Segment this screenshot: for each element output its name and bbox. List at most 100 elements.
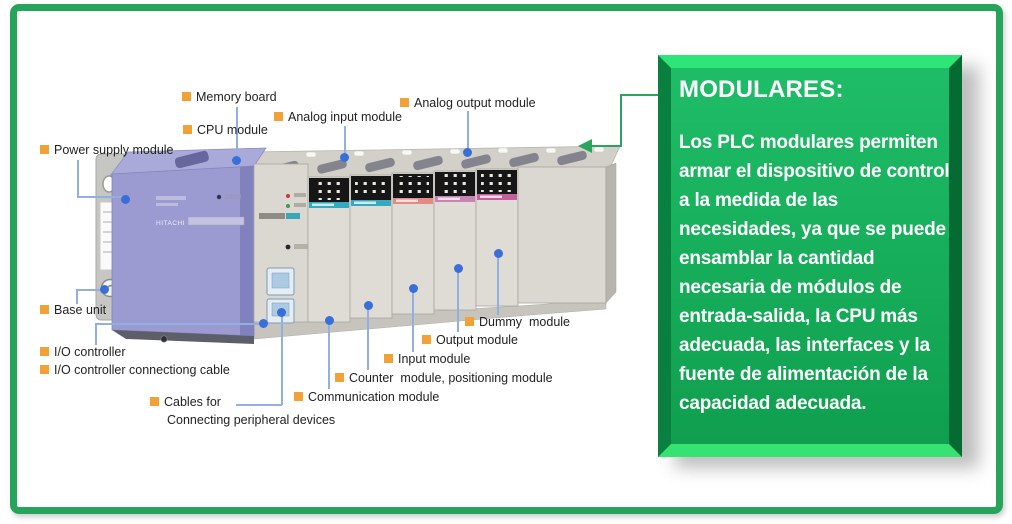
label-counter-positioning-module: Counter module, positioning module	[335, 371, 553, 386]
label-text: Memory board	[196, 90, 277, 104]
label-cpu-module: CPU module	[183, 123, 268, 138]
callout-line	[95, 323, 263, 325]
label-text: Cables for	[164, 395, 221, 409]
bullet-icon	[384, 354, 393, 363]
infobox-body-line: necesidades, ya que se puede	[679, 219, 946, 240]
bullet-icon	[335, 373, 344, 382]
bullet-icon	[274, 112, 283, 121]
io-module	[433, 170, 477, 311]
label-analog-input-module: Analog input module	[274, 110, 402, 125]
bullet-icon	[182, 92, 191, 101]
callout-dot	[408, 283, 418, 293]
bullet-icon	[400, 98, 409, 107]
cpu-led	[286, 194, 290, 198]
infobox-body-line: entrada-salida, la CPU más	[679, 306, 918, 327]
callout-line	[281, 313, 283, 405]
callout-dot	[258, 318, 268, 328]
power-supply-module-graphic: HITACHI	[111, 165, 255, 344]
infobox-body-line: a la medida de las	[679, 190, 839, 211]
label-io-controller-connecting-cable: I/O controller connectiong cable	[40, 363, 230, 378]
label-text: Power supply module	[54, 143, 174, 157]
callout-line	[344, 126, 346, 157]
callout-line	[328, 321, 330, 389]
label-text: Dummy module	[479, 315, 570, 329]
arrow-head-icon	[578, 139, 592, 153]
callout-dot	[339, 152, 349, 162]
label-io-controller: I/O controller	[40, 345, 126, 360]
callout-dot	[324, 315, 334, 325]
label-text: Base unit	[54, 303, 107, 317]
arrow-segment	[620, 94, 660, 96]
led-grid	[397, 176, 429, 196]
label-text: Output module	[436, 333, 518, 347]
label-analog-output-module: Analog output module	[400, 96, 536, 111]
power-led	[216, 194, 222, 200]
cpu-module-graphic	[253, 163, 309, 324]
cpu-led	[286, 204, 290, 208]
infobox-body-line: adecuada, las interfaces y la	[679, 335, 930, 356]
callout-dot	[120, 194, 130, 204]
callout-line	[236, 404, 282, 406]
infobox-body-line: Los PLC modulares permiten	[679, 132, 938, 153]
led-grid	[481, 172, 513, 192]
callout-dot	[231, 155, 241, 165]
infobox-title: MODULARES:	[679, 76, 844, 103]
led-grid	[355, 178, 387, 198]
label-text: Communication module	[308, 390, 440, 404]
callout-dot	[99, 284, 109, 294]
plc-diagram: HITACHI	[40, 90, 621, 427]
label-text: I/O controller connectiong cable	[54, 363, 230, 377]
callout-line	[367, 306, 369, 370]
infobox-body: Los PLC modulares permiten armar el dispo…	[671, 128, 950, 418]
callout-line	[497, 254, 499, 315]
callout-dot	[276, 307, 286, 317]
callout-line	[76, 289, 103, 291]
infobox-body-line: ensamblar la cantidad	[679, 248, 875, 269]
modulares-box: MODULARES: Los PLC modulares permiten arm…	[658, 55, 962, 457]
label-memory-board: Memory board	[182, 90, 277, 105]
callout-line	[412, 289, 414, 352]
label-text-line2: Connecting peripheral devices	[167, 413, 336, 427]
deck-clips	[305, 146, 605, 158]
bullet-icon	[465, 317, 474, 326]
infobox-body-line: capacidad adecuada.	[679, 393, 867, 414]
callout-line	[95, 324, 97, 345]
label-input-module: Input module	[384, 352, 470, 367]
label-text: Counter module, positioning module	[349, 371, 553, 385]
bullet-icon	[40, 365, 49, 374]
bullet-icon	[422, 335, 431, 344]
label-communication-module: Communication module	[294, 390, 439, 405]
bullet-icon	[40, 305, 49, 314]
callout-line	[236, 107, 238, 161]
callout-line	[77, 196, 124, 198]
vent-slot	[174, 150, 209, 169]
label-text: Input module	[398, 352, 471, 366]
dummy-module-graphic	[517, 162, 617, 304]
screw	[160, 335, 168, 343]
led-grid	[313, 180, 345, 200]
slide-border	[10, 4, 1003, 514]
plc-illustration: HITACHI	[95, 145, 621, 344]
label-dummy-module: Dummy module	[465, 315, 570, 330]
callout-dot	[453, 263, 463, 273]
bullet-icon	[150, 397, 159, 406]
infobox-body-line: fuente de alimentación de la	[679, 364, 928, 385]
label-text: I/O controller	[54, 345, 126, 359]
io-module	[307, 176, 351, 323]
bullet-icon	[40, 145, 49, 154]
callout-dot	[493, 248, 503, 258]
led-grid	[439, 174, 471, 194]
callout-dot	[363, 300, 373, 310]
label-power-supply-module: Power supply module	[40, 143, 174, 158]
bullet-icon	[40, 347, 49, 356]
bullet-icon	[294, 392, 303, 401]
label-text: Analog input module	[288, 110, 402, 124]
infobox-body-line: armar el dispositivo de control	[679, 161, 950, 182]
label-text: CPU module	[197, 123, 268, 137]
infobox-body-line: necesaria de módulos de	[679, 277, 902, 298]
vent-slots	[269, 150, 587, 176]
callout-line	[77, 160, 79, 198]
brand-label: HITACHI	[156, 220, 185, 227]
label-output-module: Output module	[422, 333, 518, 348]
